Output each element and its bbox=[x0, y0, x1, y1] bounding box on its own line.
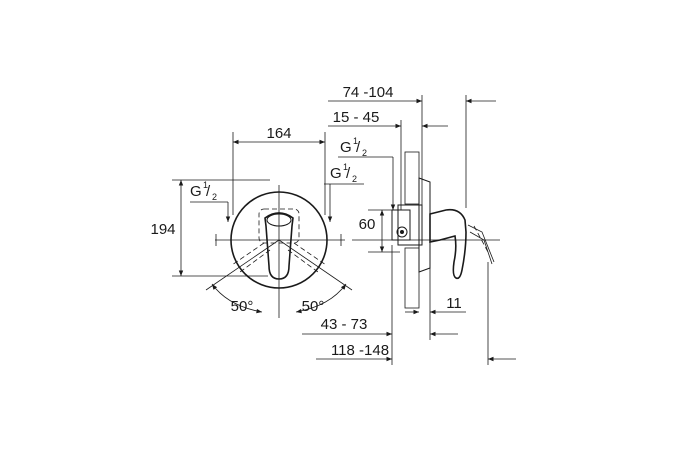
thread-side-base: G bbox=[340, 139, 352, 156]
dim-11-label: 11 bbox=[446, 295, 462, 312]
thread-right-num: 1 bbox=[343, 162, 348, 172]
dim-43-73-label: 43 - 73 bbox=[321, 316, 368, 333]
angle-left-ray bbox=[205, 239, 280, 291]
thread-right-den: 2 bbox=[352, 174, 357, 184]
thread-label-left: G 1 / 2 bbox=[190, 180, 217, 202]
thread-right-slash: / bbox=[346, 165, 351, 182]
lever-handle-top bbox=[266, 213, 292, 227]
thread-left-slash: / bbox=[206, 183, 211, 200]
lever-handle bbox=[264, 212, 294, 280]
valve-body-hidden-left bbox=[231, 242, 271, 273]
dim-164-label: 164 bbox=[266, 125, 291, 142]
cover-plate-side bbox=[418, 177, 431, 273]
angle-left-label: 50° bbox=[231, 298, 254, 315]
thread-left-den: 2 bbox=[212, 192, 217, 202]
side-view: 74 -104 15 - 45 G 1 / 2 60 11 43 - 73 bbox=[302, 84, 516, 365]
outlet-port-inner bbox=[400, 230, 404, 234]
thread-right-base: G bbox=[330, 165, 342, 182]
dim-118-148-label: 118 -148 bbox=[331, 342, 389, 359]
valve-body bbox=[397, 204, 423, 246]
angle-right-arc bbox=[295, 283, 347, 314]
valve-body-hidden-right bbox=[287, 242, 327, 273]
handle-side-profile bbox=[429, 208, 467, 280]
front-view: 164 194 G 1 / 2 G 1 / 2 50° bbox=[150, 125, 364, 318]
water-flow-dashes bbox=[473, 225, 489, 253]
thread-label-side: G 1 / 2 bbox=[340, 136, 367, 158]
thread-side-num: 1 bbox=[353, 136, 358, 146]
outlet-port bbox=[396, 226, 408, 238]
dim-194-label: 194 bbox=[150, 221, 175, 238]
wall-section-lower bbox=[404, 247, 420, 309]
thread-label-right: G 1 / 2 bbox=[330, 162, 357, 184]
water-flow-lines bbox=[467, 224, 495, 265]
dim-60-label: 60 bbox=[359, 216, 376, 233]
thread-side-den: 2 bbox=[362, 148, 367, 158]
valve-box bbox=[391, 209, 411, 241]
wall-section-upper bbox=[404, 151, 420, 205]
cartridge-hidden-outline bbox=[258, 208, 300, 244]
thread-side-slash: / bbox=[356, 139, 361, 156]
angle-right-label: 50° bbox=[302, 298, 325, 315]
angle-left-arc bbox=[211, 283, 263, 314]
dim-74-104-label: 74 -104 bbox=[343, 84, 394, 101]
thread-left-num: 1 bbox=[203, 180, 208, 190]
angle-right-ray bbox=[278, 239, 353, 291]
thread-left-base: G bbox=[190, 183, 202, 200]
dim-15-45-label: 15 - 45 bbox=[333, 109, 380, 126]
